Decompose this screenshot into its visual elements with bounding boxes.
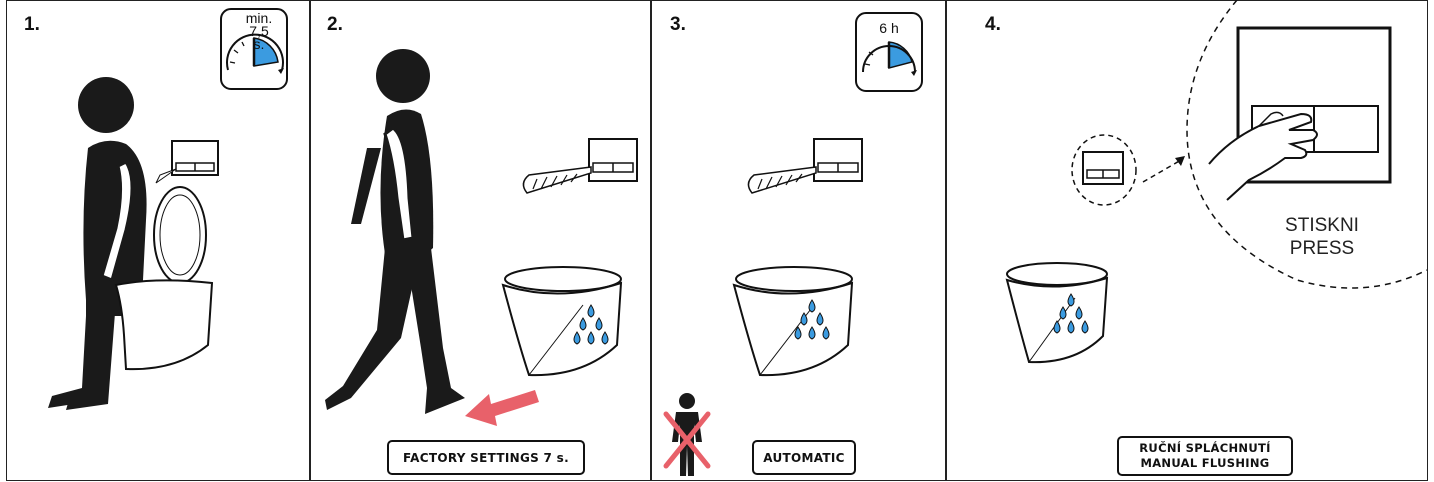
- step-3-panel: 3. 6 h: [652, 0, 945, 480]
- manual-flushing-text-cz: RUČNÍ SPLÁCHNUTÍ: [1119, 441, 1291, 456]
- water-drops-icon: [1051, 294, 1091, 338]
- no-person-icon: [662, 392, 712, 478]
- timer-label: min. 7,5 s.: [244, 12, 274, 51]
- automatic-text: AUTOMATIC: [754, 451, 854, 465]
- toilet-icon: [116, 185, 226, 375]
- water-drops-icon: [792, 300, 832, 344]
- step-4-panel: 4. STISKNI PRESS: [947, 0, 1428, 480]
- press-instruction: STISKNI PRESS: [1267, 214, 1377, 260]
- step-number: 1.: [24, 14, 40, 36]
- step-1-panel: 1. min. 7,5 s.: [6, 0, 309, 480]
- timer-label-line2: 7,5 s.: [244, 25, 274, 51]
- flush-plate-sensor-icon: [744, 135, 868, 205]
- exit-arrow-icon: [461, 380, 541, 430]
- flush-plate-small-icon: [1069, 132, 1139, 208]
- step-number: 2.: [327, 14, 343, 36]
- factory-settings-label: FACTORY SETTINGS 7 s.: [387, 440, 585, 475]
- manual-flushing-text-en: MANUAL FLUSHING: [1119, 456, 1291, 471]
- flush-plate-icon: [164, 135, 224, 185]
- hand-press-icon: [1209, 100, 1339, 204]
- automatic-label: AUTOMATIC: [752, 440, 856, 475]
- press-text-cz: STISKNI: [1267, 214, 1377, 237]
- timer-label: 6 h: [874, 20, 904, 36]
- step-number: 3.: [670, 14, 686, 36]
- flush-plate-sensor-icon: [519, 135, 643, 205]
- step-number: 4.: [985, 14, 1001, 36]
- walking-person-icon: [321, 48, 471, 418]
- step-2-panel: 2. FACTORY SETTINGS: [311, 0, 650, 480]
- water-drops-icon: [571, 305, 611, 349]
- manual-flushing-label: RUČNÍ SPLÁCHNUTÍ MANUAL FLUSHING: [1117, 436, 1293, 476]
- press-text-en: PRESS: [1267, 237, 1377, 260]
- factory-settings-text: FACTORY SETTINGS 7 s.: [389, 451, 583, 465]
